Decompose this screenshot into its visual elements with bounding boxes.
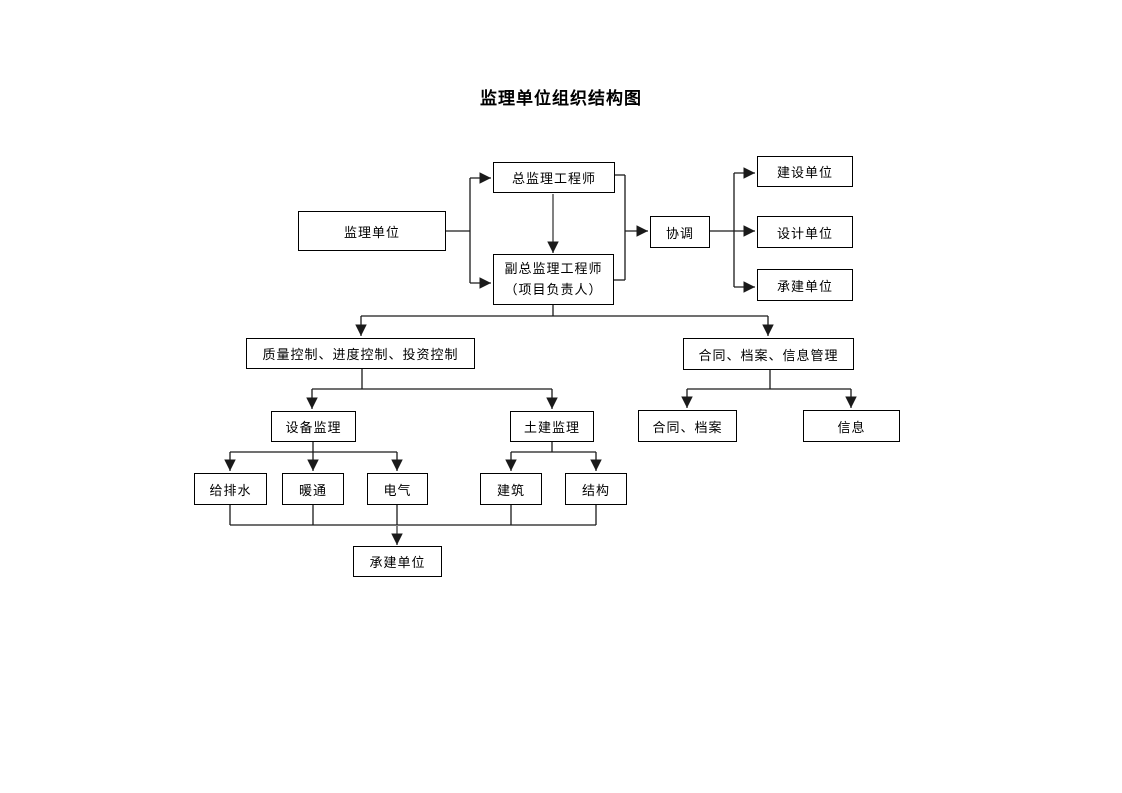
node-contractor-unit-bottom: 承建单位: [353, 546, 442, 577]
node-construction-unit: 建设单位: [757, 156, 853, 187]
node-water-supply-drainage: 给排水: [194, 473, 267, 505]
node-chief-supervision-engineer: 总监理工程师: [493, 162, 615, 193]
node-supervision-unit: 监理单位: [298, 211, 446, 251]
node-information: 信息: [803, 410, 900, 442]
deputy-chief-line1: 副总监理工程师: [504, 261, 603, 277]
node-deputy-chief-supervision-engineer: 副总监理工程师 （项目负责人）: [493, 254, 614, 305]
node-contract-archive: 合同、档案: [638, 410, 737, 442]
deputy-chief-line2: （项目负责人）: [504, 281, 603, 297]
node-hvac: 暖通: [282, 473, 344, 505]
node-structure: 结构: [565, 473, 627, 505]
node-contractor-unit-right: 承建单位: [757, 269, 853, 301]
node-civil-construction-supervision: 土建监理: [510, 411, 594, 442]
page-title: 监理单位组织结构图: [480, 89, 642, 108]
node-coordination: 协调: [650, 216, 710, 248]
node-equipment-supervision: 设备监理: [271, 411, 356, 442]
node-contract-archive-info-management: 合同、档案、信息管理: [683, 338, 854, 370]
node-quality-progress-investment-control: 质量控制、进度控制、投资控制: [246, 338, 475, 369]
node-architecture: 建筑: [480, 473, 542, 505]
node-electrical: 电气: [367, 473, 428, 505]
node-design-unit: 设计单位: [757, 216, 853, 248]
